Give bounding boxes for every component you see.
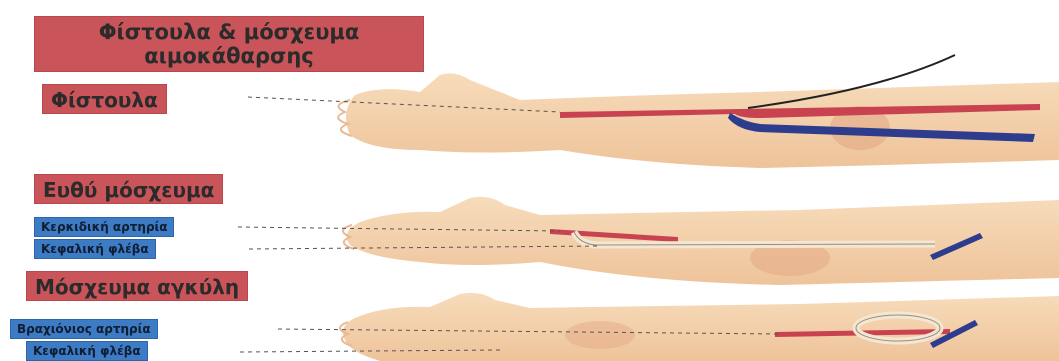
arm-loop-shadow	[565, 321, 635, 349]
arm-loop-graft	[340, 293, 1059, 361]
label-fistula: Φίστουλα	[42, 84, 167, 114]
arm-straight-graft	[343, 197, 1059, 285]
label-loop-graft: Μόσχευμα αγκύλη	[26, 271, 248, 301]
diagram-title: Φίστουλα & μόσχευμα αιμοκάθαρσης	[34, 16, 424, 72]
arm-straight-forearm	[347, 197, 1059, 285]
label-straight-graft: Ευθύ μόσχευμα	[34, 174, 223, 204]
label-brachial-artery: Βραχιόνιος αρτηρία	[10, 319, 158, 339]
diagram-title-line1: Φίστουλα & μόσχευμα	[35, 20, 423, 44]
arm-fistula-forearm	[346, 73, 1059, 168]
label-radial-artery: Κερκιδική αρτηρία	[34, 217, 174, 237]
arm-fistula	[338, 55, 1059, 168]
label-cephalic-vein-straight: Κεφαλική φλέβα	[34, 239, 156, 259]
label-cephalic-vein-loop: Κεφαλική φλέβα	[26, 341, 148, 361]
diagram-title-line2: αιμοκάθαρσης	[35, 44, 423, 68]
